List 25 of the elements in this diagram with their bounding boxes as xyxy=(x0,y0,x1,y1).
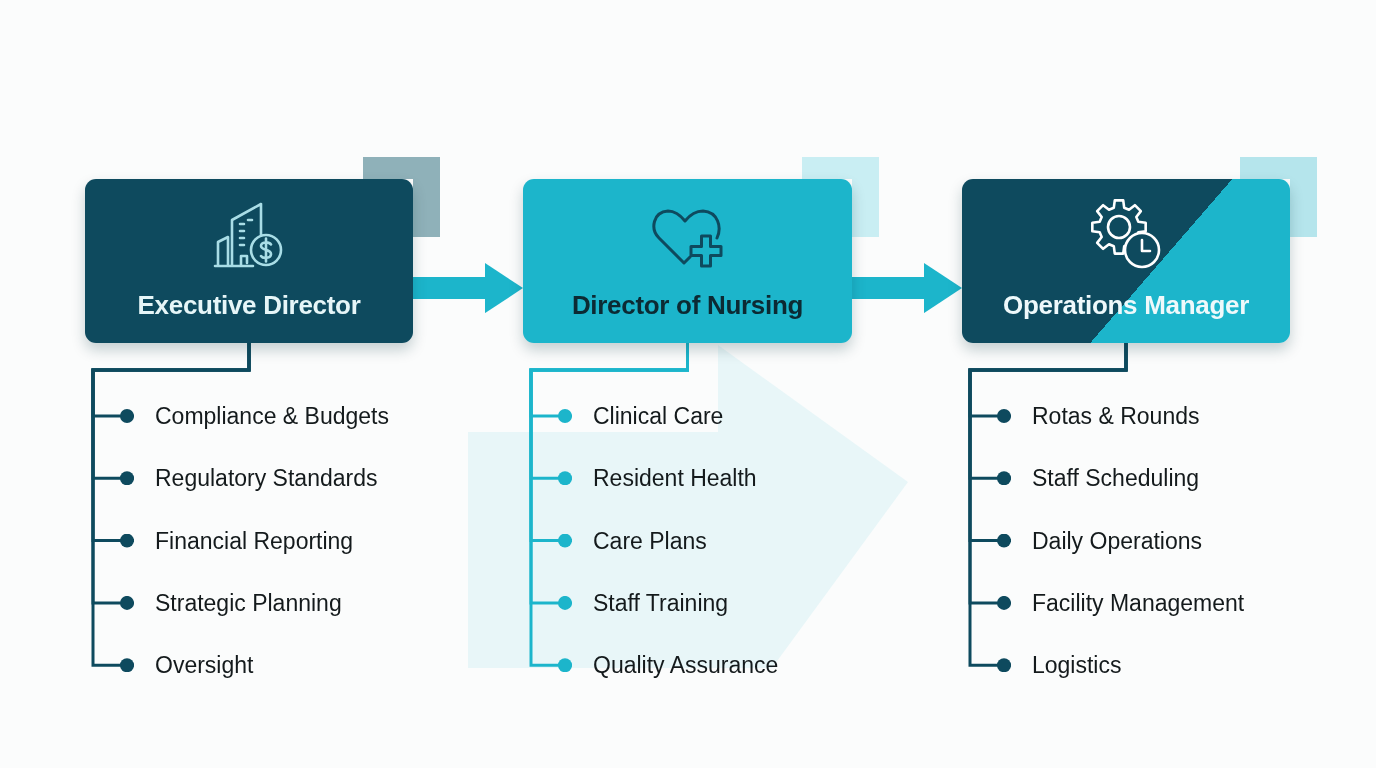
responsibility-text: Clinical Care xyxy=(572,400,724,432)
role-title: Director of Nursing xyxy=(571,289,804,322)
role-card xyxy=(962,179,1290,343)
responsibility-text: Financial Reporting xyxy=(134,524,354,557)
responsibility-text: Compliance & Budgets xyxy=(134,400,389,432)
responsibility-text: Staff Scheduling xyxy=(1011,462,1200,495)
responsibility-text: Care Plans xyxy=(572,524,707,557)
responsibility-text: Facility Management xyxy=(1011,586,1245,619)
role-title: Operations Manager xyxy=(1003,289,1249,322)
connector-line xyxy=(968,343,1128,673)
role-title: Executive Director xyxy=(137,289,361,322)
responsibility-text: Logistics xyxy=(1011,649,1122,682)
role-card xyxy=(85,179,413,343)
responsibility-text: Rotas & Rounds xyxy=(1011,400,1200,432)
flow-arrow xyxy=(852,263,962,314)
role-card xyxy=(523,179,852,343)
responsibility-text: Oversight xyxy=(134,649,254,682)
responsibility-text: Regulatory Standards xyxy=(134,462,378,495)
responsibility-text: Strategic Planning xyxy=(134,586,342,619)
responsibility-text: Quality Assurance xyxy=(572,649,779,682)
responsibility-text: Daily Operations xyxy=(1011,524,1203,557)
responsibility-text: Resident Health xyxy=(572,462,757,495)
responsibility-text: Staff Training xyxy=(572,586,729,619)
connector-line xyxy=(91,343,251,673)
flow-arrow xyxy=(413,263,523,314)
